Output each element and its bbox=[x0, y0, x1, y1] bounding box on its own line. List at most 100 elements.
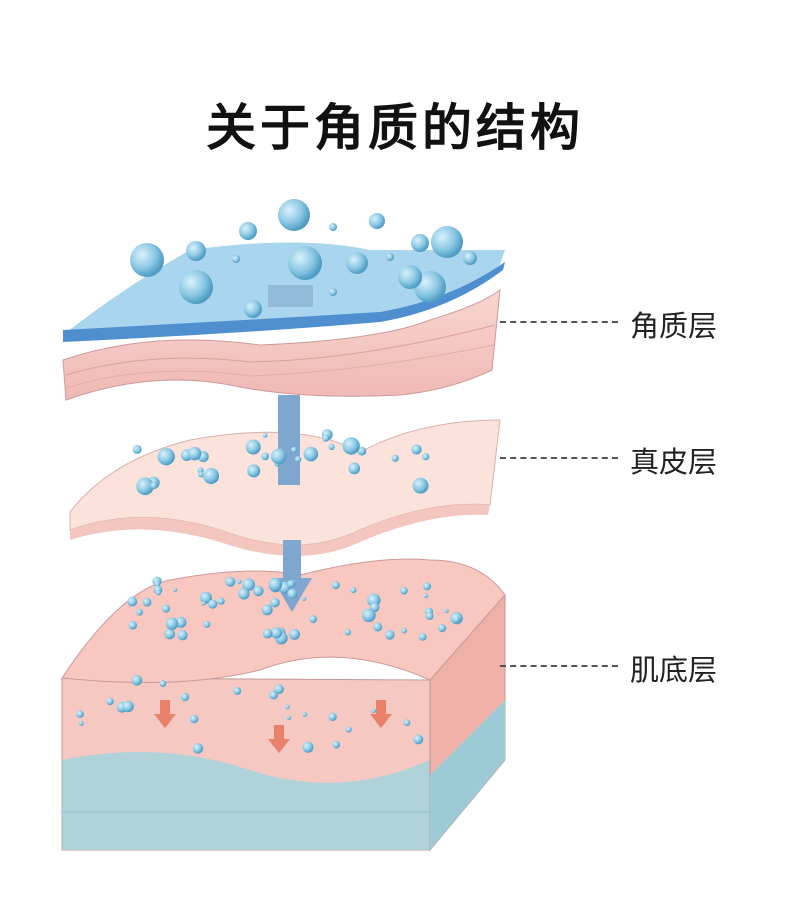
water-droplet bbox=[200, 591, 212, 604]
water-droplet bbox=[76, 710, 84, 718]
water-droplet bbox=[157, 447, 175, 466]
water-droplet bbox=[309, 615, 318, 624]
water-droplet bbox=[414, 271, 446, 303]
water-droplet bbox=[236, 579, 242, 584]
water-droplet bbox=[208, 599, 218, 609]
water-droplet bbox=[291, 446, 298, 453]
water-droplet bbox=[302, 741, 314, 753]
water-droplet bbox=[371, 708, 377, 714]
water-droplet bbox=[136, 608, 143, 616]
water-droplet bbox=[173, 587, 178, 592]
water-droplet bbox=[288, 246, 322, 280]
water-droplet bbox=[342, 437, 360, 455]
water-droplets bbox=[76, 199, 477, 754]
water-droplet bbox=[385, 630, 395, 640]
water-droplet bbox=[278, 199, 310, 231]
water-droplet bbox=[391, 454, 399, 462]
water-droplet bbox=[431, 226, 463, 258]
water-droplet bbox=[179, 270, 213, 304]
leader-line-base-layer bbox=[500, 665, 618, 667]
water-droplet bbox=[423, 593, 428, 598]
water-droplet bbox=[398, 265, 422, 289]
water-droplet bbox=[413, 734, 424, 745]
water-droplet bbox=[454, 616, 460, 623]
down-arrows bbox=[154, 700, 392, 753]
water-droplet bbox=[122, 700, 134, 713]
water-droplet bbox=[131, 674, 143, 686]
water-droplet bbox=[423, 582, 432, 591]
water-droplet bbox=[130, 243, 164, 277]
water-droplet bbox=[328, 443, 335, 451]
water-droplet bbox=[287, 580, 295, 588]
page-title: 关于角质的结构 bbox=[206, 99, 584, 157]
water-droplet bbox=[203, 467, 220, 485]
water-droplet bbox=[161, 604, 171, 613]
water-droplet bbox=[418, 632, 427, 641]
water-droplet bbox=[331, 581, 340, 590]
water-droplet bbox=[285, 704, 290, 710]
water-droplet bbox=[411, 234, 429, 252]
water-droplet bbox=[261, 604, 273, 616]
water-droplet bbox=[329, 223, 337, 231]
water-droplet bbox=[217, 597, 225, 605]
water-droplet bbox=[189, 714, 199, 724]
water-droplet bbox=[238, 588, 250, 600]
water-droplet bbox=[262, 433, 268, 438]
water-droplet bbox=[201, 601, 206, 606]
water-droplet bbox=[261, 452, 270, 461]
water-droplet bbox=[294, 456, 302, 463]
water-droplet bbox=[412, 477, 429, 494]
water-droplet bbox=[274, 684, 284, 695]
water-droplet bbox=[239, 222, 257, 240]
water-droplet bbox=[132, 444, 142, 454]
water-droplet bbox=[268, 577, 283, 592]
water-droplet bbox=[350, 587, 357, 594]
water-droplet bbox=[329, 288, 337, 296]
leader-line-dermis bbox=[500, 457, 618, 459]
water-droplet bbox=[411, 444, 422, 455]
water-droplet bbox=[225, 576, 236, 587]
water-droplet bbox=[127, 596, 138, 607]
water-droplet bbox=[245, 439, 261, 455]
water-droplet bbox=[444, 608, 449, 614]
water-droplet bbox=[401, 627, 407, 634]
water-droplet bbox=[203, 620, 211, 628]
water-droplet bbox=[253, 585, 264, 597]
water-droplet bbox=[332, 740, 341, 749]
water-droplet bbox=[128, 621, 138, 630]
water-droplet bbox=[400, 586, 408, 595]
water-droplet bbox=[192, 743, 204, 754]
water-droplet bbox=[198, 471, 204, 478]
water-droplet bbox=[438, 624, 447, 633]
water-droplet bbox=[78, 720, 84, 726]
leader-line-stratum-corneum bbox=[500, 321, 618, 323]
water-droplet bbox=[242, 578, 256, 592]
water-droplet bbox=[328, 712, 337, 722]
water-droplet bbox=[425, 611, 434, 620]
water-droplet bbox=[233, 687, 242, 695]
label-stratum-corneum: 角质层 bbox=[630, 309, 718, 343]
water-droplet bbox=[344, 629, 352, 636]
water-droplet bbox=[142, 597, 152, 607]
water-droplet bbox=[357, 446, 367, 456]
water-droplet bbox=[286, 715, 292, 721]
water-droplet bbox=[155, 589, 162, 596]
water-droplet bbox=[164, 628, 176, 640]
water-droplet bbox=[386, 253, 394, 261]
water-droplet bbox=[177, 630, 188, 641]
water-droplet bbox=[348, 462, 361, 475]
water-droplet bbox=[346, 252, 368, 274]
water-droplet bbox=[187, 446, 202, 461]
water-droplet bbox=[369, 213, 385, 229]
water-droplet bbox=[247, 464, 261, 478]
water-droplet bbox=[422, 453, 430, 461]
water-droplet bbox=[345, 726, 352, 733]
water-droplet bbox=[302, 596, 307, 602]
water-droplet bbox=[303, 446, 319, 462]
water-droplet bbox=[270, 627, 283, 639]
water-droplet bbox=[186, 241, 206, 261]
water-droplet bbox=[136, 477, 154, 496]
stratum-corneum-sheet bbox=[62, 242, 505, 401]
water-droplet bbox=[165, 617, 179, 630]
water-droplet bbox=[270, 597, 280, 608]
